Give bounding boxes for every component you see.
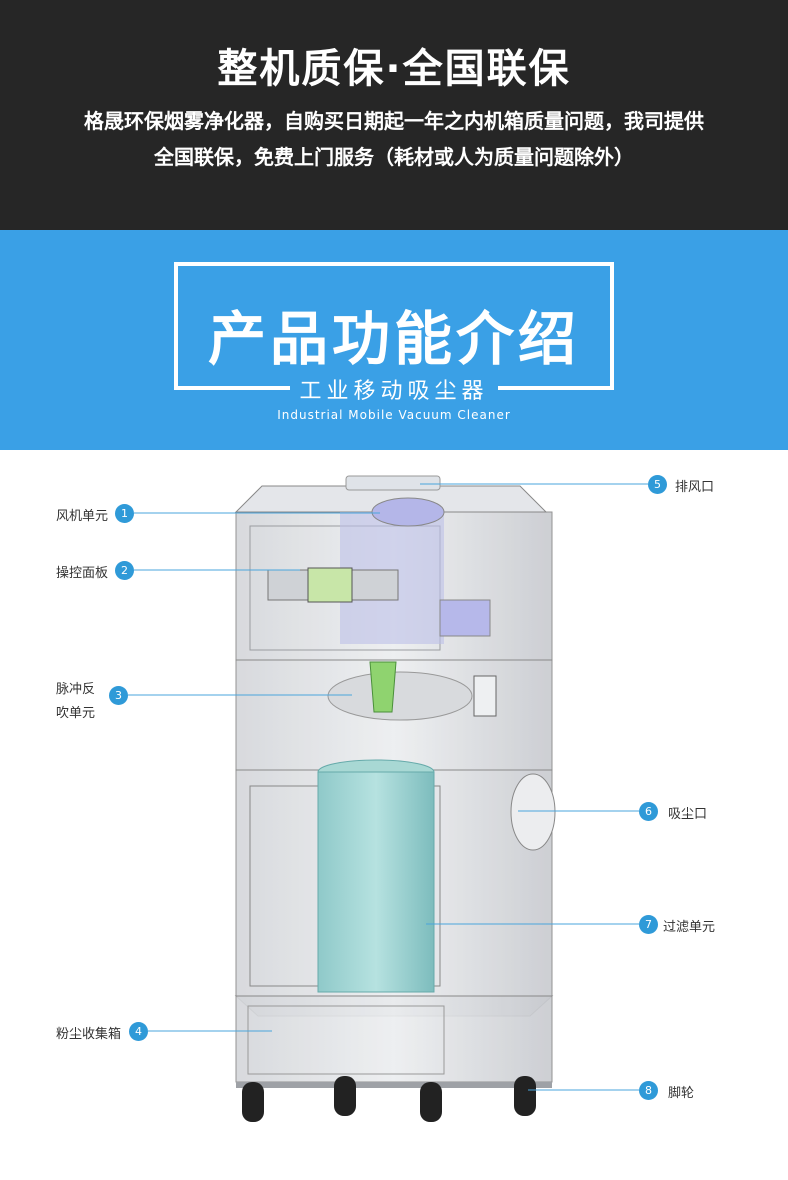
section-title: 产品功能介绍 — [207, 305, 580, 373]
section-banner — [0, 230, 788, 450]
callout-badge-1: 1 — [115, 504, 134, 523]
product-diagram: 风机单元 1 操控面板 2 脉冲反 吹单元 3 粉尘收集箱 4 5 排风口 6 … — [0, 450, 788, 1176]
callout-badge-5: 5 — [648, 475, 667, 494]
callout-badge-8: 8 — [639, 1081, 658, 1100]
callout-label-pulse-line2: 吹单元 — [56, 706, 96, 721]
callout-label-filter: 过滤单元 — [663, 920, 716, 935]
callout-label-suction: 吸尘口 — [668, 807, 708, 822]
callout-label-casters: 脚轮 — [668, 1086, 695, 1101]
callout-badge-4: 4 — [129, 1022, 148, 1041]
callout-badge-6: 6 — [639, 802, 658, 821]
warranty-banner: 整机质保·全国联保 格晟环保烟雾净化器，自购买日期起一年之内机箱质量问题，我司提… — [0, 0, 788, 230]
vacuum-cleaner-illustration — [128, 475, 648, 1122]
callout-label-pulse-line1: 脉冲反 — [56, 682, 96, 697]
warranty-desc-line2: 全国联保，免费上门服务（耗材或人为质量问题除外） — [154, 145, 634, 169]
cabinet-body — [234, 475, 556, 1122]
callout-label-control-panel: 操控面板 — [56, 566, 109, 581]
frame-gap — [290, 380, 498, 396]
callout-lines — [128, 483, 648, 1091]
callout-label-fan-unit: 风机单元 — [56, 509, 109, 524]
warranty-desc-line1: 格晟环保烟雾净化器，自购买日期起一年之内机箱质量问题，我司提供 — [84, 109, 704, 133]
section-subtitle: 工业移动吸尘器 — [299, 379, 489, 404]
callout-badge-2: 2 — [115, 561, 134, 580]
section-subtitle-en: Industrial Mobile Vacuum Cleaner — [277, 408, 511, 422]
callout-badge-3: 3 — [109, 686, 128, 705]
warranty-title: 整机质保·全国联保 — [217, 46, 571, 92]
callout-label-dust-box: 粉尘收集箱 — [56, 1027, 122, 1042]
callout-label-exhaust: 排风口 — [675, 480, 715, 495]
callout-badge-7: 7 — [639, 915, 658, 934]
